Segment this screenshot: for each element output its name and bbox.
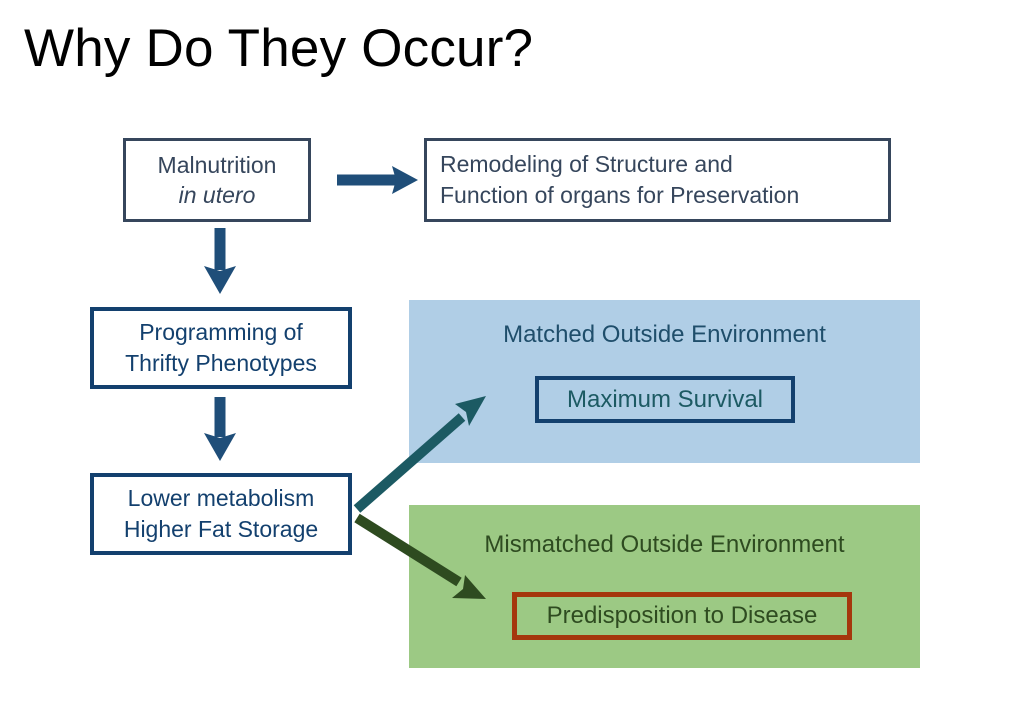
- box-metabolism-line-1: Lower metabolism: [127, 485, 315, 511]
- panel-matched-heading: Matched Outside Environment: [503, 321, 826, 348]
- box-remodeling-of-structure[interactable]: Remodeling of Structure and Function of …: [424, 138, 891, 222]
- box-metabolism-line-2: Higher Fat Storage: [123, 516, 319, 542]
- box-malnutrition-line-2: in utero: [178, 182, 256, 208]
- box-maximum-survival[interactable]: Maximum Survival: [535, 376, 795, 423]
- arrow-programming-to-metabolism-icon: [204, 397, 236, 461]
- box-lower-metabolism-higher-fat-storage[interactable]: Lower metabolism Higher Fat Storage: [90, 473, 352, 555]
- box-remodeling-line-2: Function of organs for Preservation: [440, 182, 800, 208]
- arrow-malnutrition-to-programming-icon: [204, 228, 236, 294]
- page-title: Why Do They Occur?: [24, 19, 534, 78]
- box-programming-of-thrifty-phenotypes[interactable]: Programming of Thrifty Phenotypes: [90, 307, 352, 389]
- panel-matched-outside-environment: Matched Outside Environment Maximum Surv…: [409, 300, 920, 463]
- box-maximum-survival-label: Maximum Survival: [566, 385, 764, 413]
- box-predisposition-to-disease-label: Predisposition to Disease: [546, 602, 818, 629]
- box-programming-line-1: Programming of: [139, 319, 303, 345]
- box-malnutrition-line-1: Malnutrition: [157, 152, 277, 178]
- box-malnutrition-in-utero[interactable]: Malnutrition in utero: [123, 138, 311, 222]
- box-predisposition-to-disease[interactable]: Predisposition to Disease: [512, 592, 852, 640]
- arrow-malnutrition-to-remodeling-icon: [337, 166, 418, 194]
- box-programming-line-2: Thrifty Phenotypes: [125, 350, 317, 376]
- panel-mismatched-outside-environment: Mismatched Outside Environment Predispos…: [409, 505, 920, 668]
- panel-mismatched-heading: Mismatched Outside Environment: [484, 531, 845, 558]
- box-remodeling-line-1: Remodeling of Structure and: [440, 151, 733, 177]
